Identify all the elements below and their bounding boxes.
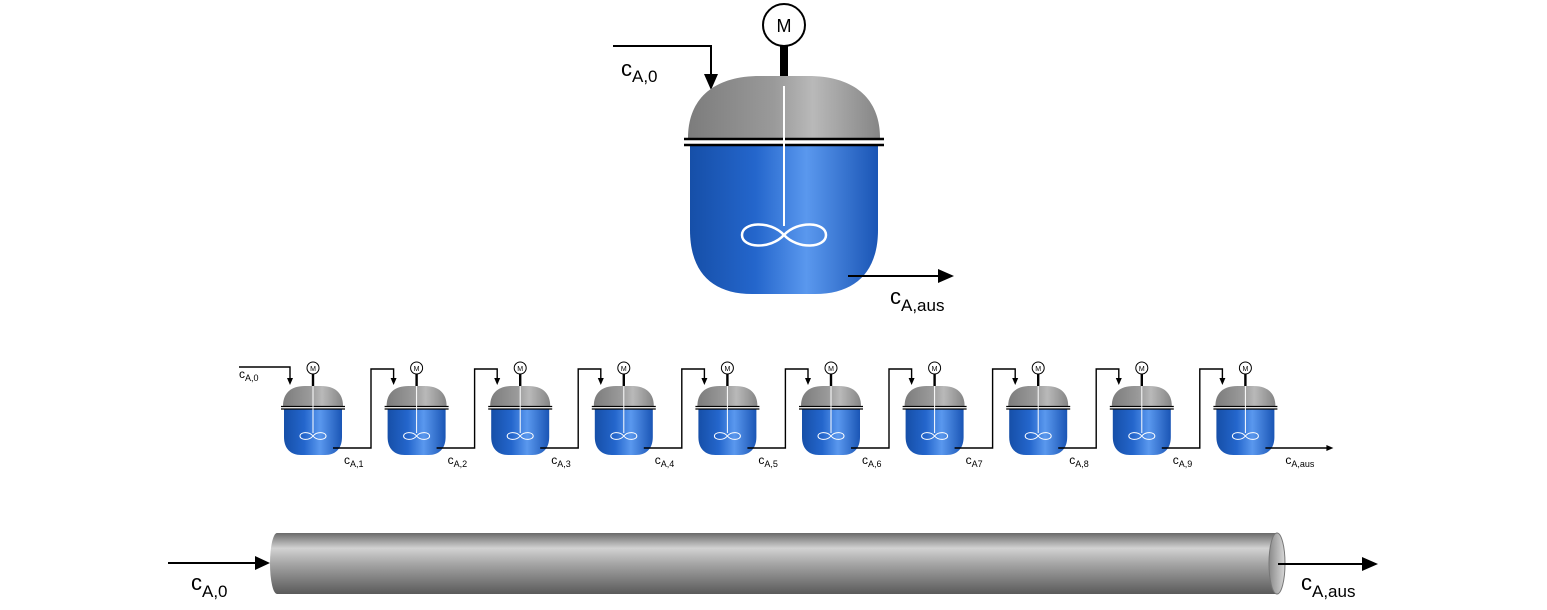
- motor-shaft: [311, 374, 315, 386]
- cascade-outlet-label: cA,1: [344, 453, 364, 469]
- cascade-connector-line: [1058, 368, 1120, 449]
- cascade-connector-arrowhead: [1219, 378, 1226, 385]
- motor-label: M: [1139, 366, 1145, 373]
- stirrer-icon: [713, 432, 741, 440]
- cascade-tank: McA,8: [1006, 361, 1122, 469]
- cascade-inlet-label: cA,0: [239, 367, 259, 383]
- stirrer-icon: [506, 432, 534, 440]
- cascade-outlet-label: cA,8: [1069, 453, 1089, 469]
- cascade-outlet-label: cA,3: [551, 453, 571, 469]
- cstr-inlet-line: [613, 45, 712, 80]
- cascade-outlet-label: cA,5: [758, 453, 778, 469]
- motor-label: M: [621, 366, 627, 373]
- motor-label: M: [932, 366, 938, 373]
- pfr-inlet-label: cA,0: [191, 570, 228, 601]
- stirrer-icon: [740, 223, 828, 247]
- cascade-outlet-label: cA,4: [655, 453, 675, 469]
- motor-shaft: [1037, 374, 1040, 386]
- cascade-outlet-label: cA,9: [1173, 453, 1193, 469]
- motor-shaft: [780, 46, 788, 86]
- cascade-tank: McA,5: [695, 361, 811, 469]
- cstr-single: cA,0 M cA,aus: [613, 3, 954, 315]
- cascade-inlet-arrowhead: [287, 378, 293, 385]
- cstr-outlet-arrowhead: [938, 269, 954, 283]
- cstr-cascade: cA,0 McA,1McA,2McA,3McA,4McA,5McA,6McA7M…: [239, 361, 1334, 469]
- cascade-connector-line: [1161, 368, 1224, 449]
- cascade-outlet-arrowhead: [1326, 445, 1334, 451]
- stirrer-icon: [921, 432, 949, 440]
- motor-label: M: [828, 366, 834, 373]
- cascade-tank: McA,9: [1109, 361, 1226, 469]
- cascade-tank: McA,3: [488, 361, 604, 469]
- stirrer-icon: [403, 432, 431, 440]
- stirrer-icon: [817, 432, 845, 440]
- motor-shaft: [1244, 374, 1247, 386]
- cascade-outlet-label: cA,6: [862, 453, 882, 469]
- cascade-tank: McA,6: [799, 361, 915, 469]
- cascade-outlet-label: cA,aus: [1285, 453, 1315, 469]
- cascade-connector-line: [954, 368, 1016, 449]
- cascade-connector-arrowhead: [597, 378, 604, 385]
- motor-label: M: [777, 16, 792, 36]
- motor-label: M: [1035, 366, 1041, 373]
- cascade-tank: McA,2: [384, 361, 501, 469]
- stirrer-icon: [299, 432, 327, 440]
- motor-shaft: [829, 374, 833, 386]
- motor-label: M: [414, 366, 420, 373]
- pfr-inlet-arrowhead: [255, 556, 270, 570]
- cascade-tank: McA,1: [281, 361, 397, 469]
- cascade-connector-line: [436, 368, 498, 449]
- pfr-tube-body: [277, 533, 1277, 594]
- cascade-connector-line: [747, 368, 809, 449]
- cascade-connector-arrowhead: [1115, 378, 1122, 385]
- motor-shaft: [933, 374, 936, 386]
- cascade-tank: McA,aus: [1213, 361, 1334, 469]
- cascade-connector-line: [643, 368, 706, 449]
- cascade-connector-line: [540, 368, 602, 449]
- motor-shaft: [1140, 374, 1143, 386]
- motor-label: M: [517, 366, 523, 373]
- motor-label: M: [724, 366, 730, 373]
- pfr-tube: cA,0 cA,aus: [168, 532, 1378, 601]
- pfr-tube-start: [270, 533, 284, 594]
- cascade-connector-arrowhead: [701, 378, 708, 385]
- motor-label: M: [310, 366, 316, 373]
- motor-shaft: [415, 374, 418, 386]
- cascade-connector-line: [851, 368, 913, 449]
- cascade-connector-line: [333, 368, 395, 449]
- motor-shaft: [519, 374, 522, 386]
- stirrer-icon: [1128, 432, 1156, 440]
- stirrer-icon: [1024, 432, 1052, 440]
- cascade-outlet-label: cA7: [966, 453, 983, 469]
- stirrer-icon: [610, 432, 638, 440]
- cstr-inlet-arrowhead: [704, 74, 718, 90]
- cascade-connector-arrowhead: [390, 378, 397, 385]
- pfr-outlet-label: cA,aus: [1301, 570, 1355, 601]
- motor-label: M: [1242, 366, 1248, 373]
- motor-shaft: [726, 374, 729, 386]
- cstr-inlet-label: cA,0: [621, 56, 658, 86]
- cascade-connector-arrowhead: [1012, 378, 1019, 385]
- cascade-connector-arrowhead: [805, 378, 811, 385]
- cascade-connector-arrowhead: [908, 378, 915, 385]
- cascade-outlet-label: cA,2: [448, 453, 468, 469]
- cascade-inlet-line: [239, 366, 291, 380]
- stirrer-icon: [1231, 432, 1259, 440]
- motor-shaft: [622, 374, 625, 386]
- cstr-outlet-label: cA,aus: [890, 284, 944, 315]
- cascade-tank: McA,4: [591, 361, 708, 469]
- pfr-outlet-arrowhead: [1362, 557, 1378, 571]
- cascade-connector-arrowhead: [494, 378, 501, 385]
